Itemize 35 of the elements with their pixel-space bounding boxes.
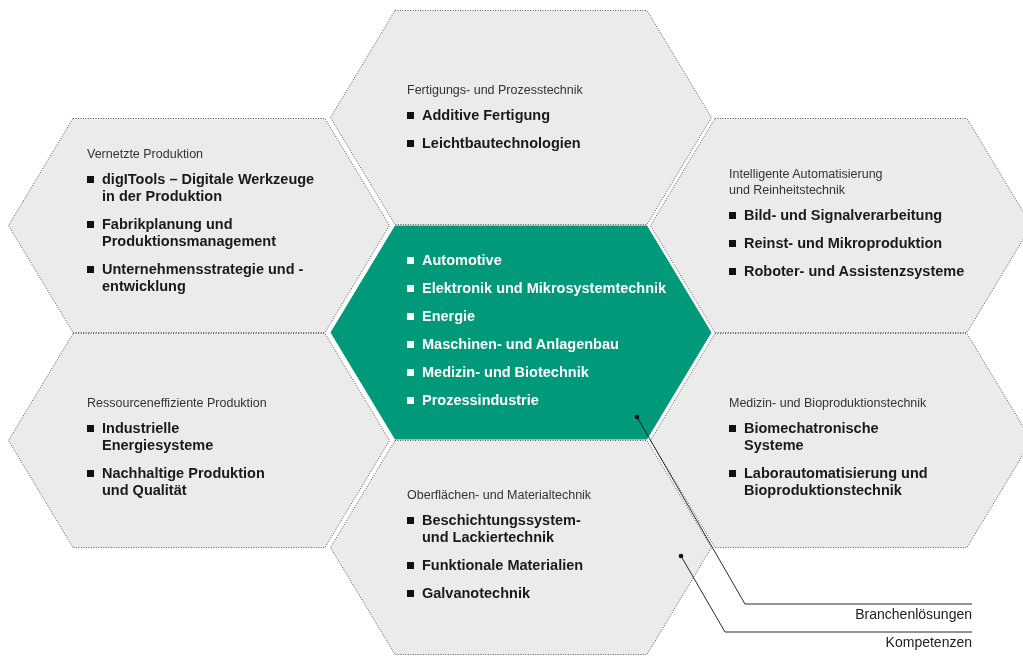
list-item: Roboter- und Assistenzsysteme <box>744 263 965 280</box>
list-item: Energie <box>422 308 476 325</box>
list-item: Industrielle Energiesysteme <box>102 420 215 454</box>
category-heading: Intelligente Automatisierung und Reinheitstechnik <box>729 166 884 198</box>
list-item: Medizin- und Biotechnik <box>422 364 589 381</box>
callout-label: Branchenlösungen <box>855 606 972 622</box>
list-item: Fabrikplanung und Produktionsmanagement <box>102 216 278 250</box>
hexagon-panel <box>330 10 712 225</box>
hexagon-panel <box>330 440 712 655</box>
list-item: Reinst- und Mikroproduktion <box>744 235 943 252</box>
category-heading: Ressourceneffiziente Produktion <box>87 395 268 411</box>
hexagon-panel <box>8 333 390 548</box>
list-item: Beschichtungssystem- und Lackiertechnik <box>422 512 582 546</box>
category-heading: Medizin- und Bioproduktionstechnik <box>729 395 928 411</box>
list-item: Prozessindustrie <box>422 392 539 409</box>
list-item: Galvanotechnik <box>422 585 530 602</box>
list-item: Bild- und Signalverarbeitung <box>744 207 943 224</box>
category-heading: Vernetzte Produktion <box>87 146 205 162</box>
list-item: Leichtbautechnologien <box>422 135 581 152</box>
list-item: Automotive <box>422 252 502 269</box>
list-item: digITools – Digitale Werkzeuge in der Produktion <box>102 171 316 205</box>
hexagon-panel <box>330 225 712 440</box>
list-item: Biomechatronische Systeme <box>744 420 880 454</box>
list-item: Unternehmensstrategie und -entwicklung <box>102 261 305 295</box>
list-item: Maschinen- und Anlagenbau <box>422 336 619 353</box>
list-item: Laborautomatisierung und Bioproduktionstechnik <box>744 465 929 499</box>
list-item: Additive Fertigung <box>422 107 551 124</box>
hexagon-panel <box>650 333 1023 548</box>
list-item: Elektronik und Mikrosystemtechnik <box>422 280 667 297</box>
category-heading: Oberflächen- und Materialtechnik <box>407 487 593 503</box>
callout-label: Kompetenzen <box>885 634 972 650</box>
list-item: Nachhaltige Produktion und Qualität <box>102 465 266 499</box>
list-item: Funktionale Materialien <box>422 557 584 574</box>
category-heading: Fertigungs- und Prozesstechnik <box>407 82 584 98</box>
hexagon-panel <box>8 118 390 333</box>
